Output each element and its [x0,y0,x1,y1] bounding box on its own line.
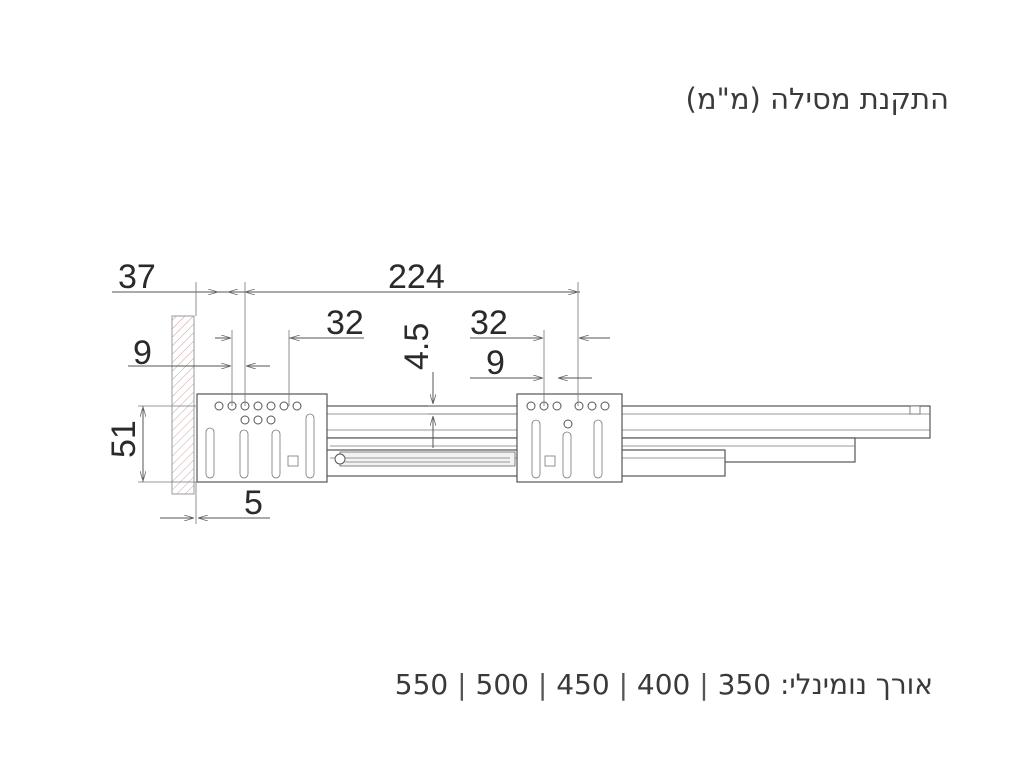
dim-224-label: 224 [388,258,445,296]
dim-51-label: 51 [105,420,143,458]
length-value: 450 [556,668,610,701]
dim-9-right-label: 9 [486,344,505,382]
nominal-length-line: אורך נומינלי: 350 | 400 | 450 | 500 | 55… [395,668,933,701]
dim-32-left-label: 32 [326,304,364,342]
nominal-length-label: אורך נומינלי: [779,668,933,701]
cabinet-wall [171,315,195,495]
length-value: 350 [717,668,772,701]
length-separator: | [457,668,467,701]
rail-profile [324,405,931,477]
length-value: 400 [636,668,691,701]
dim-5-label: 5 [244,484,263,522]
length-value: 550 [394,668,449,701]
length-separator: | [699,668,709,701]
page-title: התקנת מסילה (מ"מ) [685,82,949,116]
length-separator: | [618,668,628,701]
rear-bracket [516,393,623,483]
dim-9-left-label: 9 [133,334,152,372]
dim-32-right-label: 32 [470,304,508,342]
front-bracket [196,393,328,483]
dim-37-label: 37 [118,258,156,296]
dim-4-5-label: 4.5 [398,323,436,370]
length-value: 500 [475,668,529,701]
dimension-lines [112,282,610,524]
length-separator: | [537,668,548,701]
